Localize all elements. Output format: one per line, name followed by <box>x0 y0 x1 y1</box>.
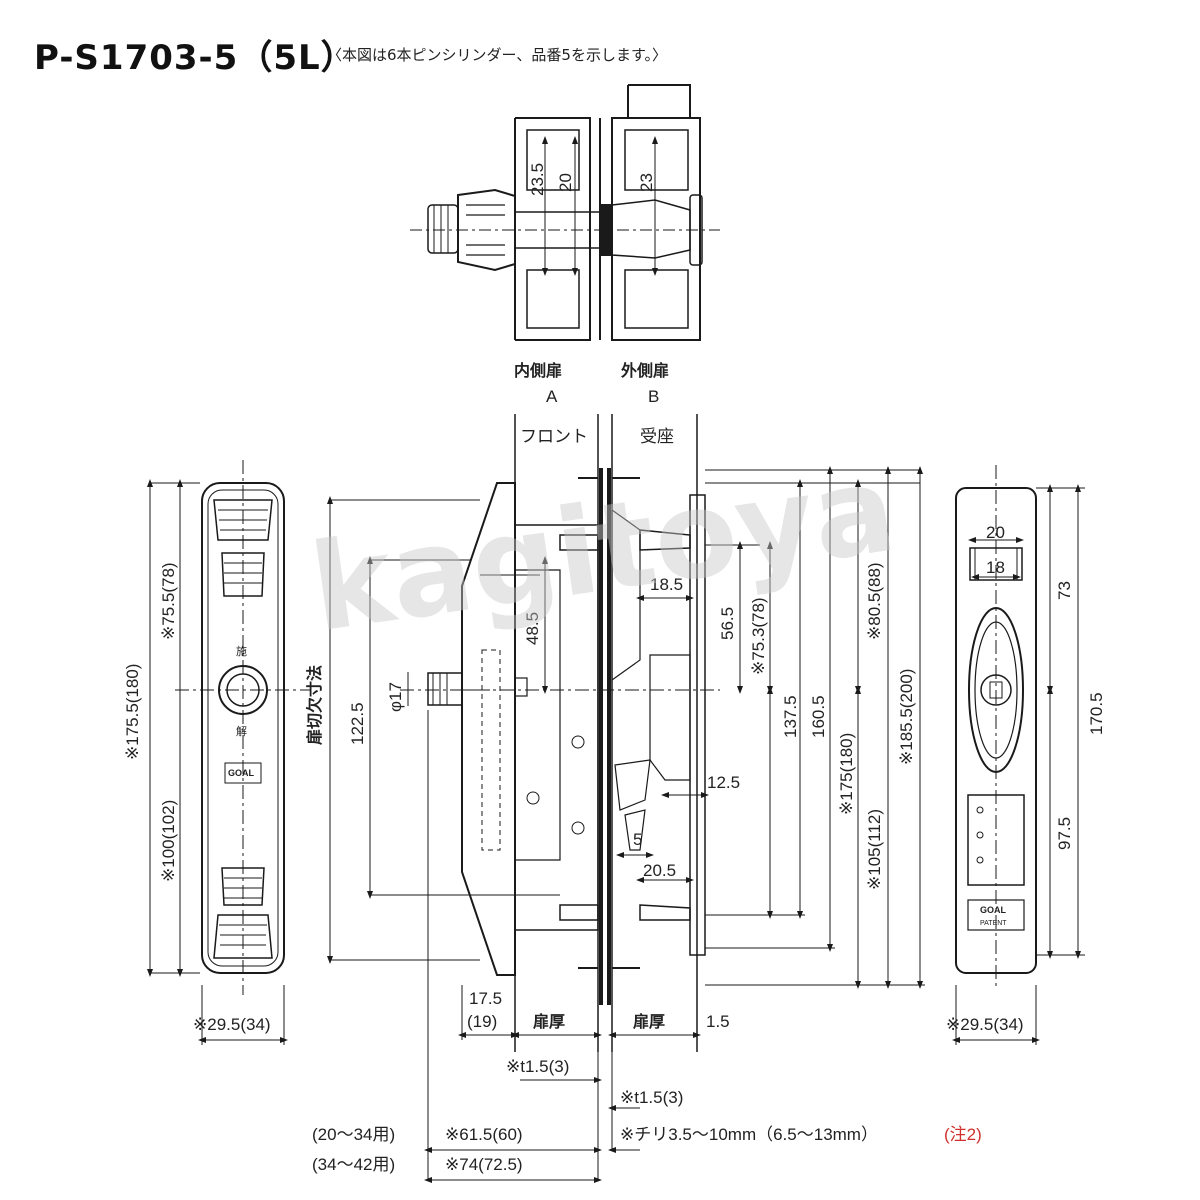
dim-20-5: 20.5 <box>643 861 676 880</box>
plate-label-top: 施 <box>236 645 247 658</box>
left-front-view <box>147 460 310 1045</box>
dim-29-5-right: ※29.5(34) <box>946 1015 1024 1034</box>
dim-t1-5-a: ※t1.5(3) <box>506 1057 569 1076</box>
dim-75-5: ※75.5(78) <box>159 562 178 640</box>
label-b: B <box>648 387 659 406</box>
dim-18-5: 18.5 <box>650 575 683 594</box>
label-door-thickness-b: 扉厚 <box>633 1012 665 1031</box>
dim-20-right: 20 <box>986 523 1005 542</box>
dim-20-top: 20 <box>556 173 575 192</box>
plate-label-bottom: 解 <box>236 724 247 738</box>
center-section-view <box>327 414 925 1183</box>
label-a: A <box>546 387 558 406</box>
dim-160-5: 160.5 <box>809 695 828 738</box>
dim-t1-5-b: ※t1.5(3) <box>620 1088 683 1107</box>
dim-chiri: ※チリ3.5～10mm（6.5～13mm） <box>620 1125 878 1144</box>
top-section-view <box>410 84 720 341</box>
dim-5: 5 <box>633 830 642 849</box>
dim-170-5: 170.5 <box>1087 692 1106 735</box>
label-front: フロント <box>520 427 588 446</box>
dim-122-5: 122.5 <box>348 702 367 745</box>
dim-23-5: 23.5 <box>528 163 547 196</box>
label-strike: 受座 <box>640 427 674 446</box>
dim-23: 23 <box>637 173 656 192</box>
dim-56-5: 56.5 <box>718 607 737 640</box>
dim-100: ※100(102) <box>159 800 178 882</box>
brand-logo-right: GOAL <box>980 905 1007 915</box>
dim-74: ※74(72.5) <box>445 1155 523 1174</box>
dim-105: ※105(112) <box>865 809 884 890</box>
dim-29-5-left: ※29.5(34) <box>193 1015 271 1034</box>
dim-17-5: 17.5 <box>469 989 502 1008</box>
dim-97-5: 97.5 <box>1055 817 1074 850</box>
label-door-thickness-a: 扉厚 <box>533 1012 565 1031</box>
dim-18: 18 <box>986 558 1005 577</box>
dim-73: 73 <box>1055 581 1074 600</box>
label-outer-door: 外側扉 <box>620 361 669 380</box>
page-subtitle: 〈本図は6本ピンシリンダー、品番5を示します。〉 <box>327 46 667 64</box>
dim-61-5: ※61.5(60) <box>445 1125 523 1144</box>
range-34-42: (34～42用) <box>312 1155 395 1174</box>
dim-137-5: 137.5 <box>781 695 800 738</box>
brand-logo-left: GOAL <box>228 768 255 778</box>
note-2: (注2) <box>944 1125 982 1144</box>
label-door-cut: 扉切欠寸法 <box>305 665 324 745</box>
dim-185-5: ※185.5(200) <box>897 669 916 765</box>
label-inner-door: 内側扉 <box>514 361 562 380</box>
dim-19: (19) <box>467 1012 497 1031</box>
dim-1-5: 1.5 <box>706 1012 730 1031</box>
dim-48-5: 48.5 <box>523 612 542 645</box>
dim-175: ※175(180) <box>837 733 856 815</box>
patent-label: PATENT <box>980 920 1007 927</box>
dim-75-3: ※75.3(78) <box>749 597 768 675</box>
dim-175-5: ※175.5(180) <box>123 664 142 760</box>
dim-12-5: 12.5 <box>707 773 740 792</box>
right-front-view <box>952 465 1085 1045</box>
dim-80-5: ※80.5(88) <box>865 562 884 640</box>
dim-phi-17: φ17 <box>386 682 405 712</box>
range-20-34: (20～34用) <box>312 1125 395 1144</box>
page-title: P-S1703-5（5L） <box>34 38 356 78</box>
